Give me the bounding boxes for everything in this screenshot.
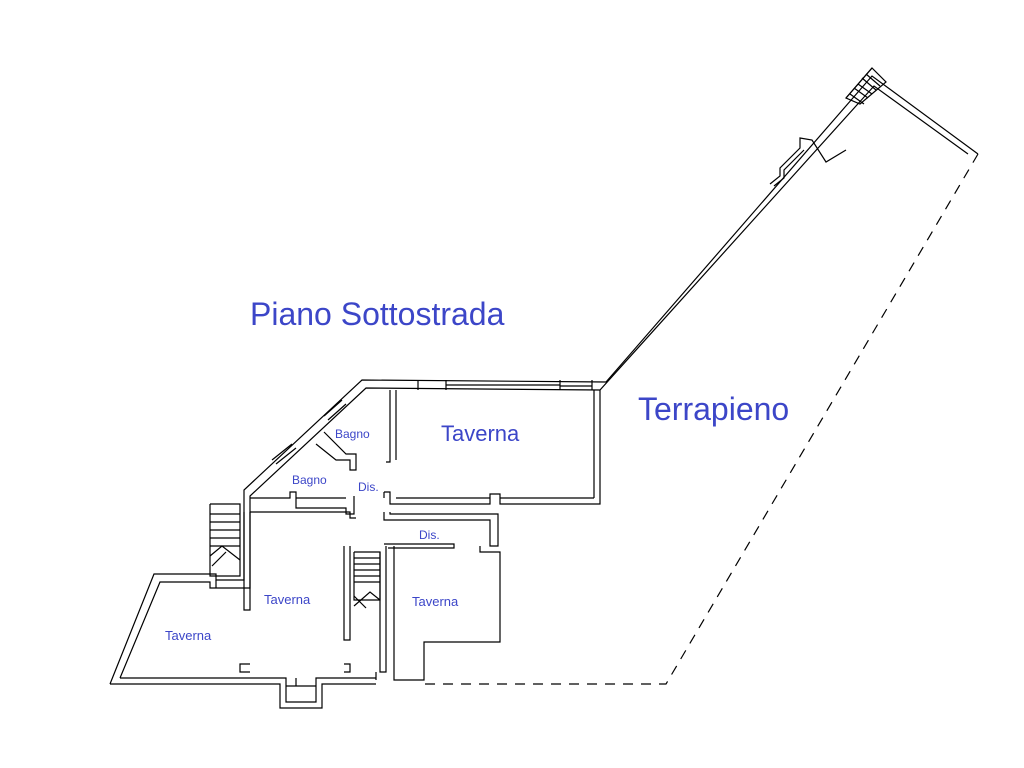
windows-diagonal	[271, 399, 347, 465]
stair-center	[353, 551, 381, 609]
wall-notch-inner	[773, 149, 805, 187]
embankment-label: Terrapieno	[638, 391, 790, 427]
room-label-bagno-upper: Bagno	[335, 427, 370, 441]
room-label-dis-upper: Dis.	[358, 480, 379, 494]
room-taverna-main	[383, 390, 601, 505]
floor-title: Piano Sottostrada	[250, 296, 505, 332]
room-label-dis-lower: Dis.	[419, 528, 440, 542]
corridor-walls	[250, 511, 501, 681]
exterior-wall-outer	[109, 75, 979, 685]
wall-bottom	[110, 683, 376, 709]
wall-notch	[769, 137, 847, 185]
room-taverna-center-walls	[215, 512, 351, 673]
room-label-bagno-lower: Bagno	[292, 473, 327, 487]
room-label-taverna-right: Taverna	[412, 594, 459, 609]
embankment-boundary	[424, 153, 979, 685]
room-bagno-walls	[250, 431, 357, 515]
windows-top	[417, 380, 593, 390]
room-label-taverna-left: Taverna	[165, 628, 212, 643]
stair-west	[209, 503, 241, 577]
room-label-taverna-center: Taverna	[264, 592, 311, 607]
wall-bottom-inner	[120, 677, 376, 703]
stair-north	[845, 67, 887, 105]
room-label-taverna-main: Taverna	[441, 421, 520, 446]
